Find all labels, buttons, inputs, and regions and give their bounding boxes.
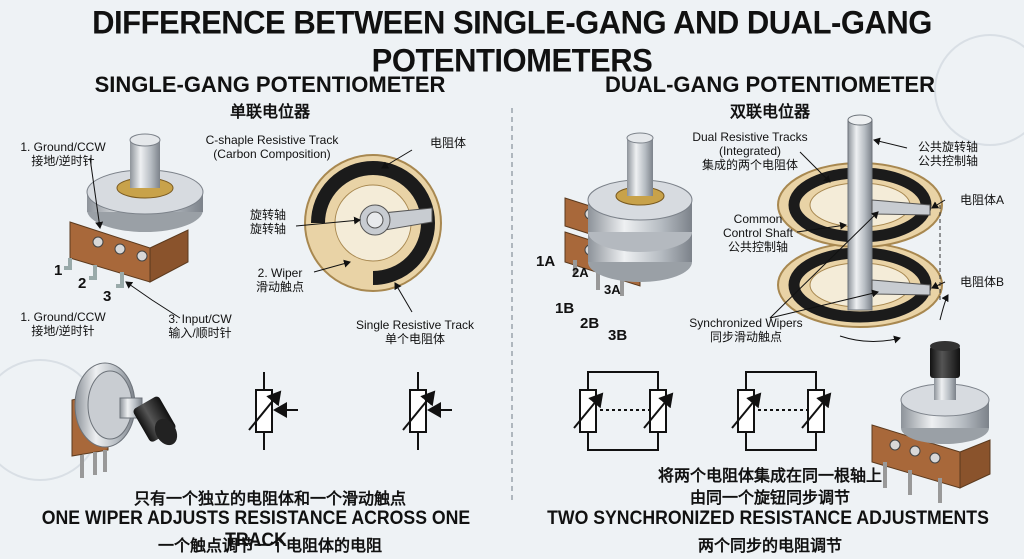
leader-line [796, 221, 847, 233]
track-label-en: C-shaple Resistive Track [205, 133, 339, 147]
right-caption-zh-2: 由同一个旋钮同步调节 [689, 490, 850, 507]
right-caption-en: TWO SYNCHRONIZED RESISTANCE ADJUSTMENTS [547, 508, 989, 529]
label-ground-top: 1. Ground/CCW 接地/逆时针 [8, 140, 118, 168]
label-ground-bottom-zh: 接地/逆时针 [31, 324, 95, 338]
leader-line [769, 211, 879, 319]
variable-resistor-symbol [248, 372, 298, 450]
right-caption-zh-1: 将两个电阻体集成在同一根轴上 [657, 468, 882, 485]
single-track-label-zh: 单个电阻体 [384, 332, 445, 346]
track-label-zh: 电阻体 [429, 136, 466, 150]
pin-label-3: 3 [103, 288, 112, 305]
page-title: DIFFERENCE BETWEEN SINGLE-GANG AND DUAL-… [92, 4, 932, 79]
dual-tracks-label-zh: 集成的两个电阻体 [701, 158, 798, 172]
leader-line [769, 289, 879, 319]
label-input-en: 3. Input/CW [168, 312, 232, 326]
leader-line [125, 281, 181, 319]
pin-label-3a: 3A [604, 282, 621, 297]
pin-label-2b: 2B [580, 315, 600, 332]
label-ground-bottom: 1. Ground/CCW 接地/逆时针 [8, 310, 118, 338]
single-gang-heading-zh: 单联电位器 [229, 104, 310, 121]
dual-tracks-label: Dual Resistive Tracks (Integrated) 集成的两个… [680, 130, 820, 172]
pin-label-2: 2 [78, 275, 87, 292]
dual-resistor-schematic [573, 371, 832, 451]
track-b-label: 电阻体B [959, 275, 1004, 289]
leader-line [89, 157, 104, 229]
left-caption-en: ONE WIPER ADJUSTS RESISTANCE ACROSS ONE … [41, 508, 471, 551]
leader-line [873, 137, 908, 149]
single-gang-heading: SINGLE-GANG POTENTIOMETER [94, 72, 446, 97]
label-ground-top-en: 1. Ground/CCW [20, 140, 106, 154]
single-track-label-en: Single Resistive Track [355, 318, 475, 332]
wiper-label: 2. Wiper 滑动触点 [245, 266, 315, 294]
single-pot-photo [71, 362, 178, 478]
common-shaft-label-en-2: Control Shaft [722, 226, 794, 240]
shaft-label-zh-1: 旋转轴 [249, 208, 286, 222]
label-input-zh: 输入/顺时针 [168, 326, 232, 340]
leader-line [931, 281, 946, 290]
label-ground-top-zh: 接地/逆时针 [31, 154, 95, 168]
dual-tracks-label-en: Dual Resistive Tracks [692, 130, 808, 144]
dual-gang-pot-illustration [564, 132, 693, 296]
pin-label-1a: 1A [536, 253, 556, 270]
sync-wipers-label: Synchronized Wipers 同步滑动触点 [676, 316, 816, 344]
common-shaft-label-zh: 公共控制轴 [727, 240, 788, 254]
leader-line [799, 151, 831, 183]
single-resistive-track-drawing [304, 154, 442, 292]
common-shaft-label-en: Common [733, 212, 783, 226]
bg-decoration [934, 34, 1024, 146]
pin-label-1b: 1B [555, 300, 575, 317]
pin-label-1: 1 [54, 262, 63, 279]
shaft-label-zh-2: 旋转轴 [249, 222, 286, 236]
track-label-en-2: (Carbon Composition) [213, 147, 331, 161]
shaft-label-right-1: 公共旋转轴 [917, 140, 978, 154]
right-caption-en-zh: 两个同步的电阻调节 [697, 538, 842, 555]
sync-wipers-label-zh: 同步滑动触点 [709, 330, 782, 344]
left-caption-zh: 只有一个独立的电阻体和一个滑动触点 [133, 491, 406, 508]
wiper-label-en: 2. Wiper [257, 266, 303, 280]
shaft-label-right: 公共旋转轴 公共控制轴 [908, 140, 988, 168]
leader-line [313, 259, 351, 273]
common-shaft-label: Common Control Shaft 公共控制轴 [712, 212, 804, 254]
shaft-label-zh: 旋转轴 旋转轴 [238, 208, 298, 236]
sync-wipers-label-en: Synchronized Wipers [689, 316, 803, 330]
dual-resistive-tracks-drawing [777, 114, 943, 328]
pin-label-2a: 2A [572, 265, 589, 280]
leader-line [295, 216, 361, 227]
left-caption-en-zh: 一个触点调节一个电阻体的电阻 [157, 538, 382, 555]
label-input: 3. Input/CW 输入/顺时针 [150, 312, 250, 340]
dual-gang-heading: DUAL-GANG POTENTIOMETER [605, 72, 935, 97]
variable-resistor-symbol [402, 372, 452, 450]
rotation-arrow [839, 335, 901, 344]
single-gang-pot-illustration [64, 133, 204, 288]
leader-line [394, 282, 413, 313]
dual-gang-heading-zh: 双联电位器 [729, 104, 810, 121]
label-ground-bottom-en: 1. Ground/CCW [20, 310, 106, 324]
dual-pot-photo [871, 341, 991, 503]
shaft-label-right-2: 公共控制轴 [917, 154, 978, 168]
rotation-arrow [939, 294, 949, 321]
leader-line [381, 149, 413, 169]
track-label: C-shaple Resistive Track (Carbon Composi… [182, 133, 362, 161]
wiper-label-zh: 滑动触点 [255, 280, 304, 294]
pin-label-3b: 3B [608, 327, 628, 344]
track-a-label: 电阻体A [959, 193, 1004, 207]
single-track-label: Single Resistive Track 单个电阻体 [340, 318, 490, 346]
leader-line [931, 199, 946, 209]
dual-tracks-label-en-2: (Integrated) [718, 144, 782, 158]
